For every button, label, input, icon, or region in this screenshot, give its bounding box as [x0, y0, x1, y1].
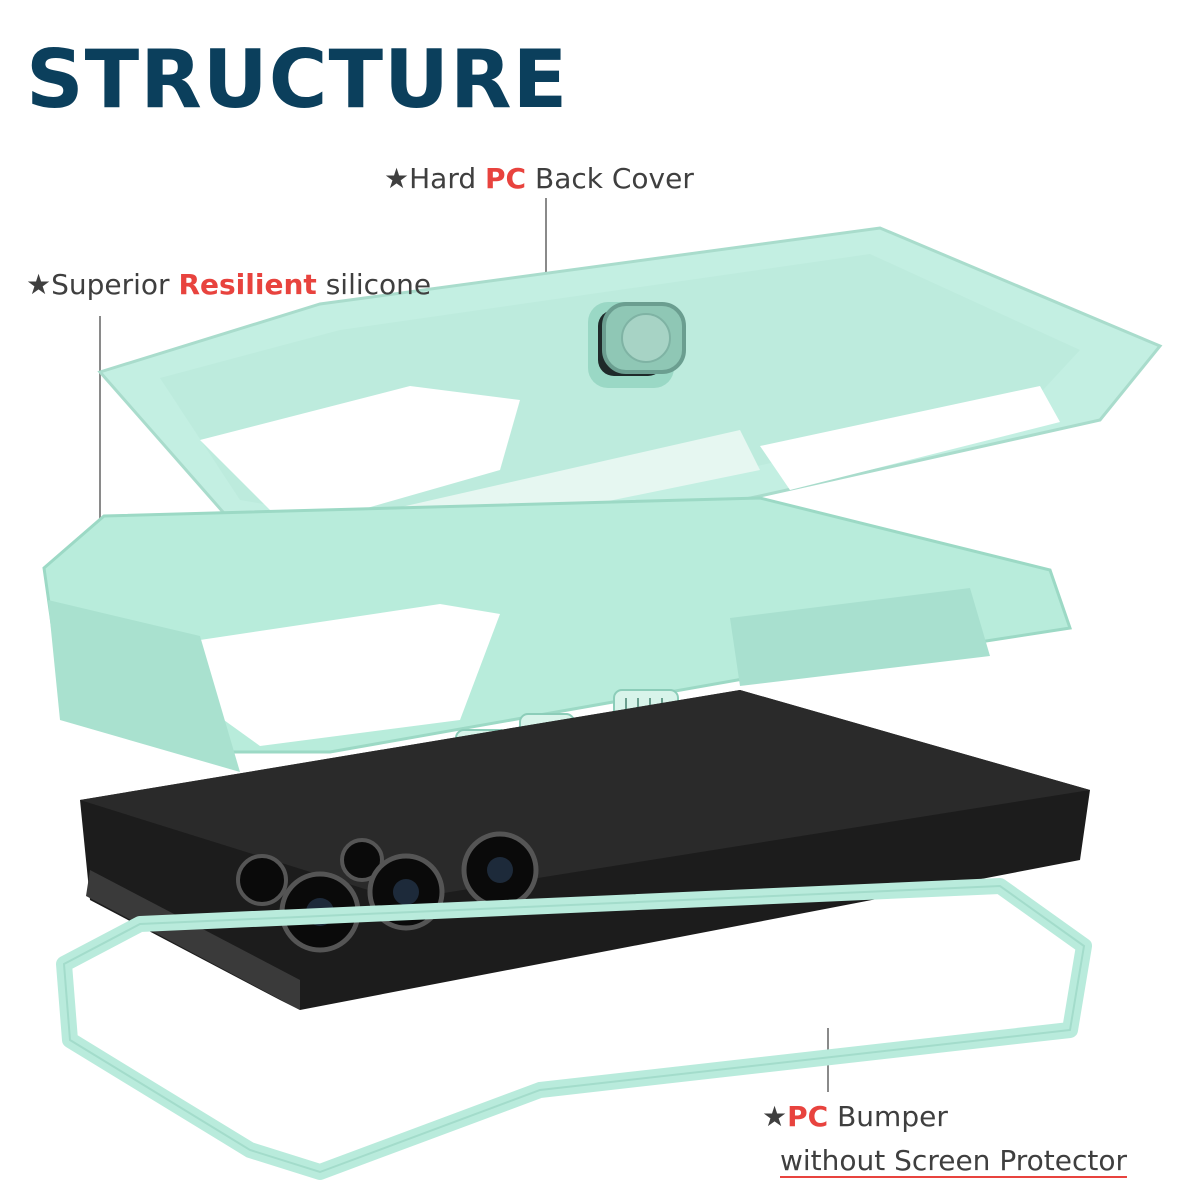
callout-bumper-highlight: PC: [787, 1100, 829, 1133]
pc-bumper-frame: [56, 878, 1092, 1180]
resilient-silicone-layer: +: [42, 496, 1073, 772]
callout-back-cover-pre: Hard: [409, 162, 486, 195]
callout-bumper-line2: without Screen Protector: [780, 1144, 1127, 1177]
star-icon: ★: [384, 162, 410, 195]
callout-bumper-post: Bumper: [828, 1100, 948, 1133]
phone: [80, 690, 1090, 1010]
callout-back-cover: ★Hard PC Back Cover: [384, 162, 694, 196]
callout-silicone-post: silicone: [316, 268, 432, 301]
callout-bumper: ★PC Bumper: [762, 1100, 948, 1134]
page-title: STRUCTURE: [26, 33, 569, 126]
ring-holder-icon: [588, 302, 686, 388]
callout-silicone-highlight: Resilient: [178, 268, 317, 301]
callout-silicone-pre: Superior: [51, 268, 179, 301]
callout-back-cover-post: Back Cover: [526, 162, 694, 195]
callout-silicone: ★Superior Resilient silicone: [26, 268, 431, 302]
star-icon: ★: [26, 268, 52, 301]
callout-back-cover-highlight: PC: [485, 162, 527, 195]
star-icon: ★: [762, 1100, 788, 1133]
